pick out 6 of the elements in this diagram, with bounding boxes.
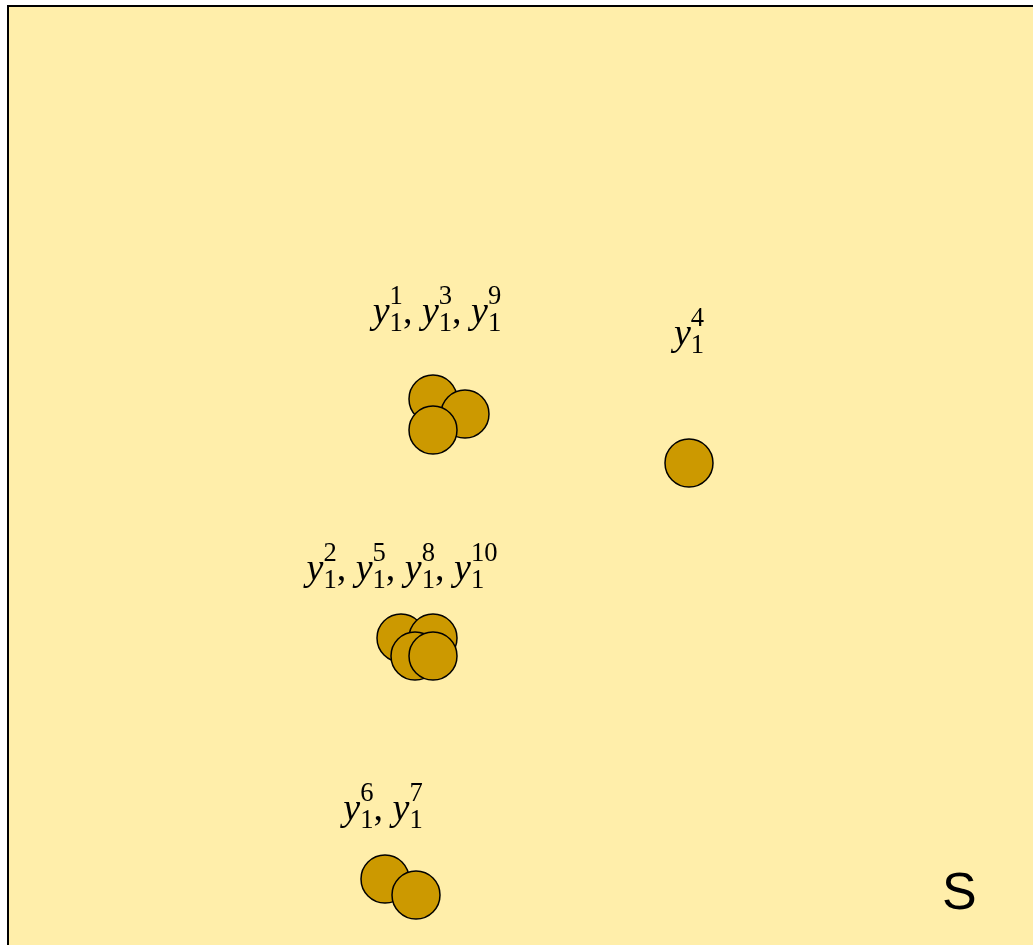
sample-point xyxy=(408,631,458,681)
sample-point xyxy=(408,405,458,455)
sample-point xyxy=(391,870,441,920)
set-label: S xyxy=(942,865,977,917)
sample-point xyxy=(664,438,714,488)
sample-space-panel xyxy=(7,5,1033,945)
